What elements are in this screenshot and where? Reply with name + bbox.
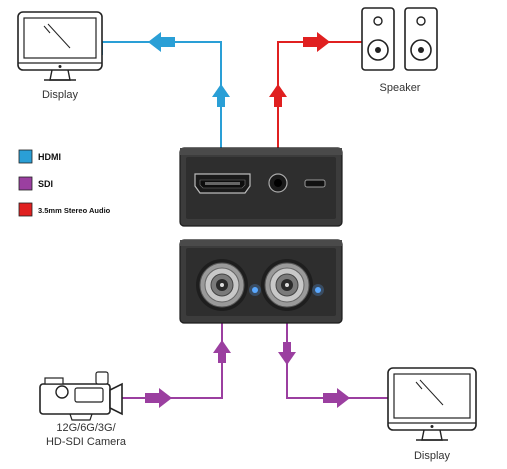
converter-bottom-panel: [179, 239, 343, 324]
speaker-label: Speaker: [380, 82, 421, 94]
hdmi-up-arrow: [212, 84, 230, 107]
legend-label-audio: 3.5mm Stereo Audio: [38, 206, 111, 215]
audio-up-arrow: [269, 84, 287, 107]
hdmi-left-arrow: [148, 32, 175, 52]
status-led-right: [315, 287, 321, 293]
legend-swatch-hdmi: [18, 149, 33, 164]
hdmi-cable: [101, 32, 230, 148]
legend-label-hdmi: HDMI: [38, 152, 61, 162]
audio-jack-port: [268, 173, 288, 193]
camera-label-line1: 12G/6G/3G/: [56, 422, 116, 434]
display-top-label: Display: [42, 89, 79, 101]
sdi-out-right-arrow: [323, 388, 350, 408]
sdi-input-cable: [122, 300, 231, 408]
legend-swatch-sdi: [18, 176, 33, 191]
audio-right-arrow: [303, 32, 330, 52]
sdi-in-up-arrow: [213, 340, 231, 363]
legend-label-sdi: SDI: [38, 179, 53, 189]
sdi-out-bnc-connector: [261, 259, 313, 311]
converter-top-panel: [179, 147, 343, 227]
sdi-in-right-arrow: [145, 388, 172, 408]
audio-cable: [269, 32, 362, 148]
monitor-icon: [17, 11, 103, 81]
status-led-left: [252, 287, 258, 293]
video-camera-icon: [39, 371, 123, 421]
sdi-in-bnc-connector: [196, 259, 248, 311]
legend: HDMI SDI 3.5mm Stereo Audio: [18, 149, 111, 217]
sdi-out-down-arrow: [278, 342, 296, 365]
speaker-pair-icon: [361, 7, 438, 71]
sdi-output-cable: [278, 300, 388, 408]
legend-swatch-audio: [18, 202, 33, 217]
display-bottom-label: Display: [414, 450, 451, 462]
camera-label-line2: HD-SDI Camera: [46, 436, 127, 448]
monitor-icon: [387, 367, 477, 441]
usb-port: [304, 179, 326, 188]
hdmi-port: [194, 173, 251, 194]
